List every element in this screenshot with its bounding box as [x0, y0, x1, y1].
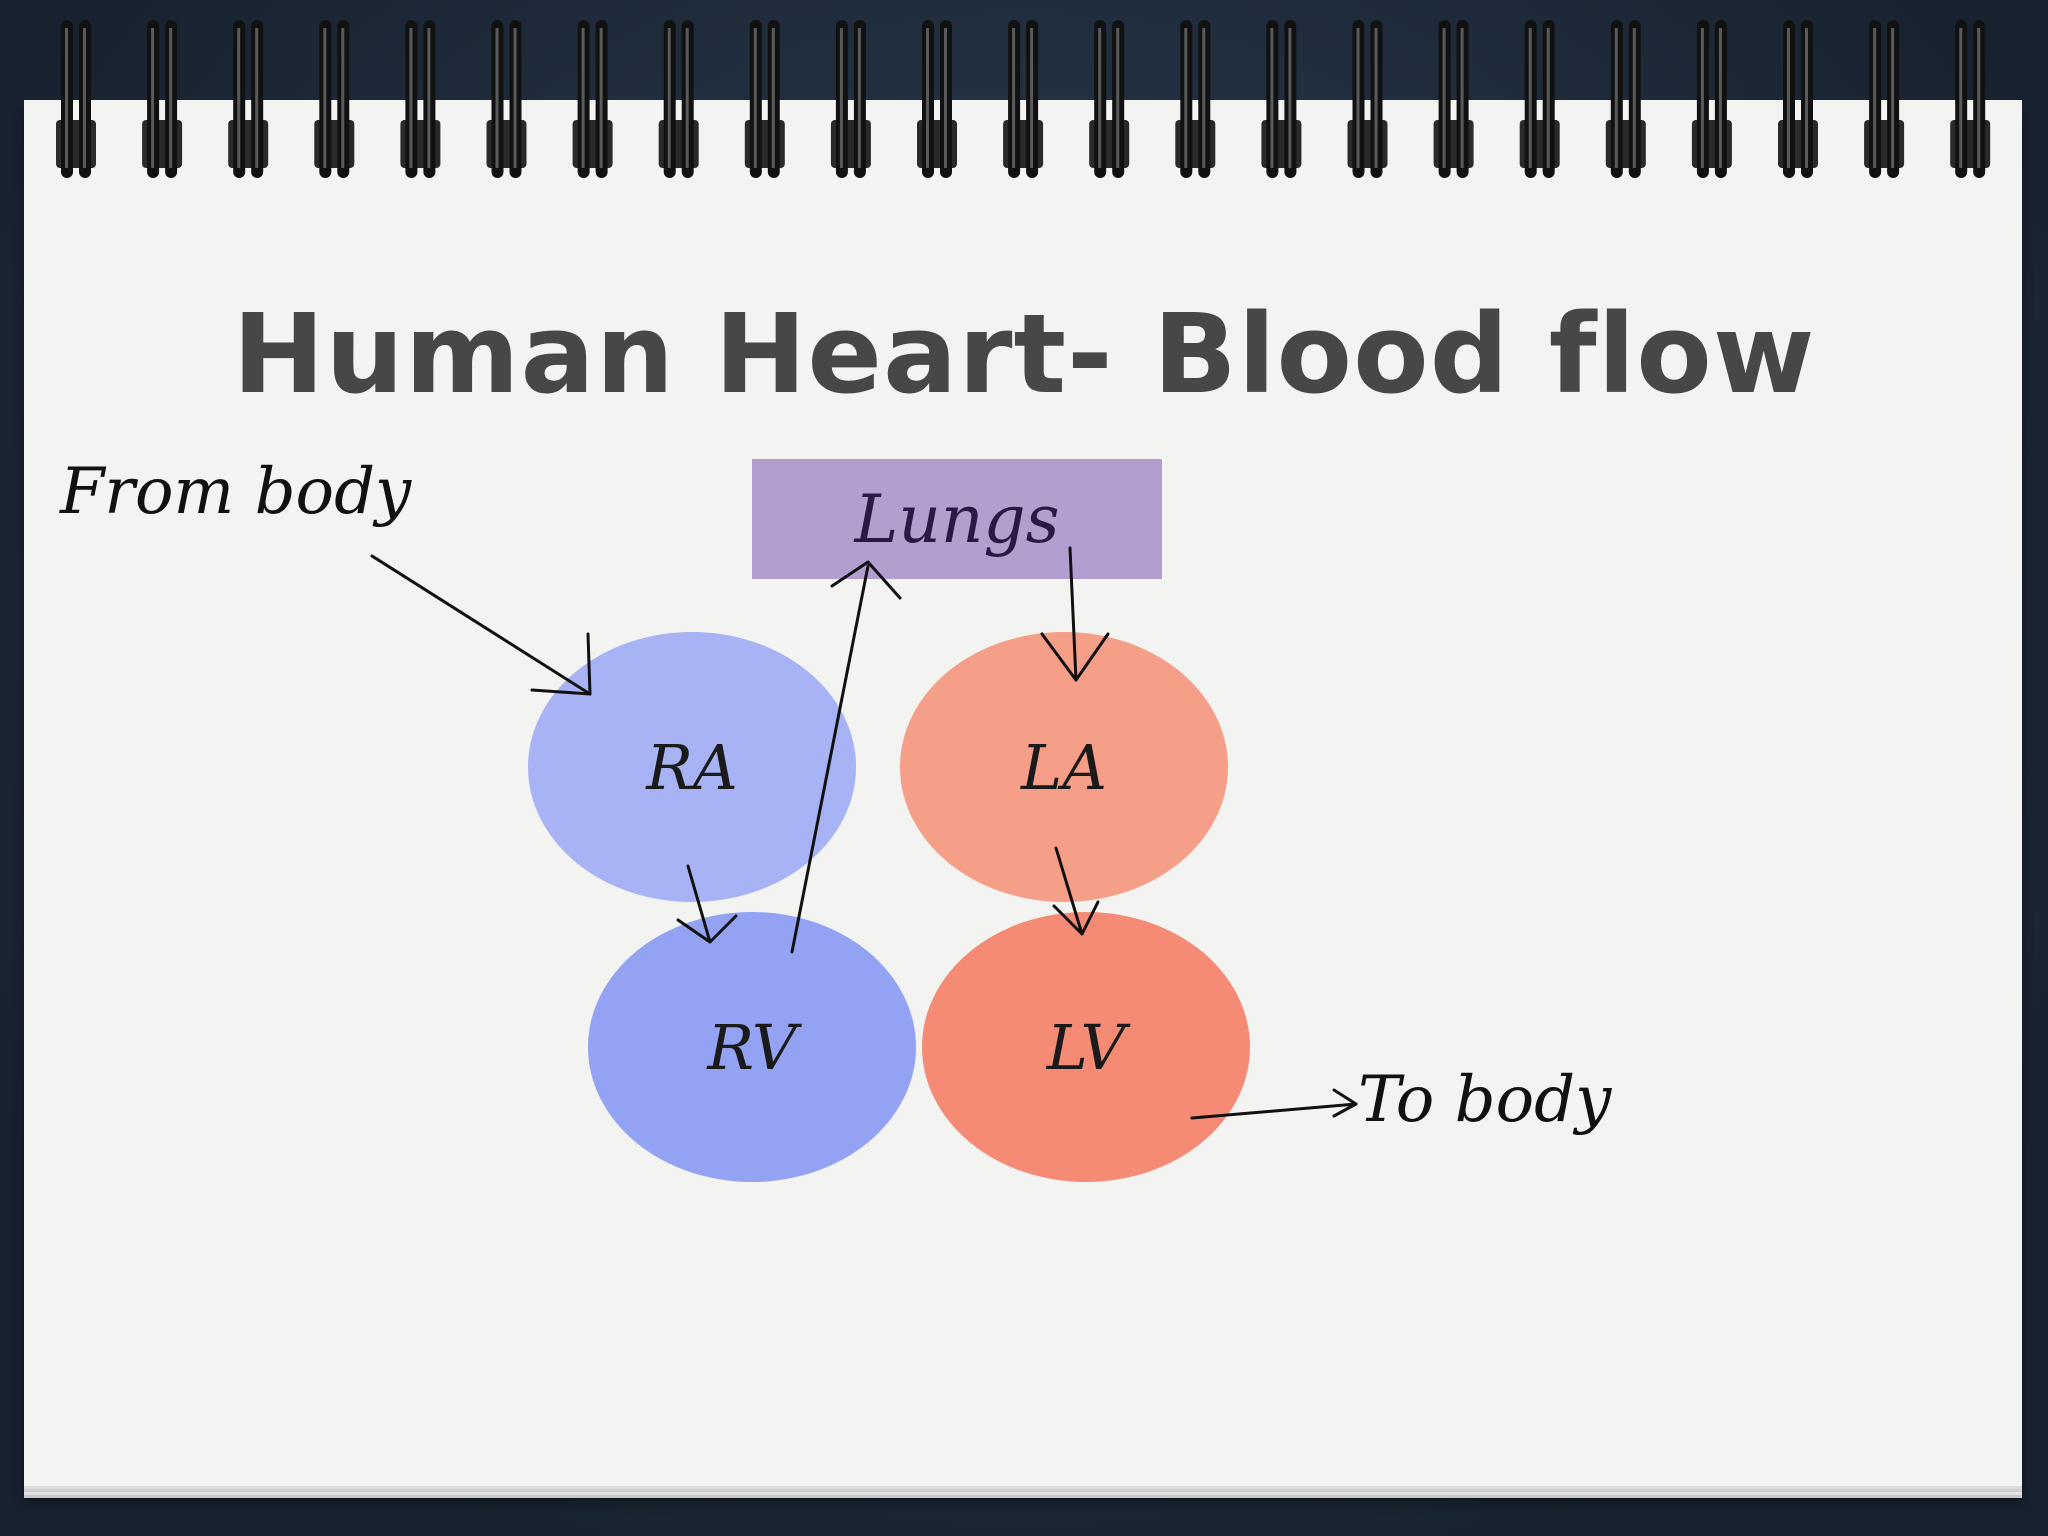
lungs-box: Lungs: [752, 459, 1162, 579]
binding-ring: [486, 20, 527, 178]
left-atrium-label: LA: [1021, 730, 1107, 804]
binding-ring: [1433, 20, 1474, 178]
binding-ring: [142, 20, 183, 178]
to-body-label: To body: [1358, 1063, 1612, 1137]
binding-ring: [1175, 20, 1216, 178]
binding-ring: [1003, 20, 1044, 178]
binding-ring: [1605, 20, 1646, 178]
right-atrium: RA: [528, 632, 856, 902]
left-ventricle-label: LV: [1046, 1010, 1126, 1084]
binding-ring: [658, 20, 699, 178]
left-atrium: LA: [900, 632, 1228, 902]
binding-ring: [1950, 20, 1991, 178]
from-body-label: From body: [60, 455, 412, 529]
binding-ring: [1691, 20, 1732, 178]
spiral-binding: [56, 20, 1991, 178]
binding-ring: [1089, 20, 1130, 178]
binding-ring: [1519, 20, 1560, 178]
binding-ring: [400, 20, 441, 178]
right-ventricle: RV: [588, 912, 916, 1182]
binding-ring: [830, 20, 871, 178]
binding-ring: [572, 20, 613, 178]
binding-ring: [1261, 20, 1302, 178]
right-ventricle-label: RV: [707, 1010, 797, 1084]
binding-ring: [314, 20, 355, 178]
left-ventricle: LV: [922, 912, 1250, 1182]
slide-title: Human Heart- Blood flow: [232, 290, 1816, 418]
binding-ring: [1864, 20, 1905, 178]
binding-ring: [917, 20, 957, 178]
right-atrium-label: RA: [646, 730, 738, 804]
binding-ring: [56, 20, 96, 178]
binding-ring: [1778, 20, 1818, 178]
binding-ring: [228, 20, 269, 178]
binding-ring: [744, 20, 785, 178]
lungs-label: Lungs: [854, 480, 1060, 558]
binding-ring: [1347, 20, 1388, 178]
